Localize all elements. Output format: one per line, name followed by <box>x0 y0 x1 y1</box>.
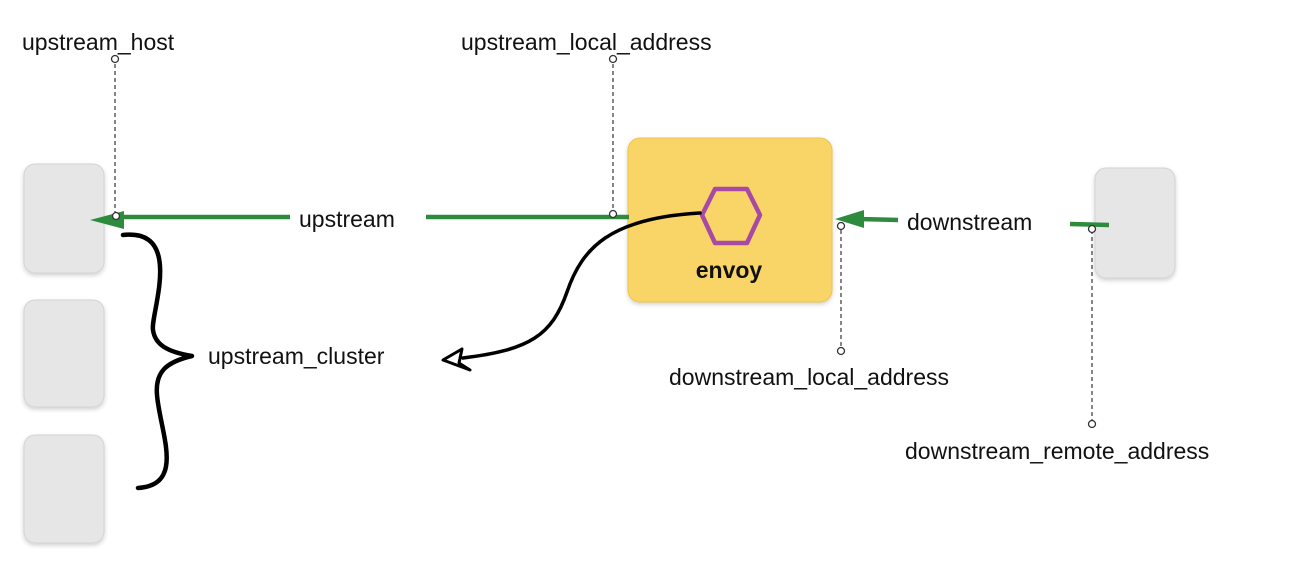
downstream-local-address-bottom-dot <box>836 346 846 356</box>
cluster-selection-arrowhead <box>441 347 472 372</box>
upstream-local-address-bottom-dot <box>608 209 618 219</box>
envoy-label: envoy <box>696 257 763 283</box>
cluster-selection-arrow <box>461 211 702 360</box>
envoy-box <box>627 137 833 303</box>
upstream-cluster-brace <box>120 232 195 491</box>
hexagon-icon <box>699 186 763 246</box>
upstream-host-box-2 <box>23 299 105 408</box>
upstream-label: upstream <box>299 206 395 232</box>
upstream-host-top-dot <box>110 54 120 64</box>
downstream-remote-address-top-dot <box>1087 224 1097 234</box>
upstream-cluster-label: upstream_cluster <box>208 343 385 369</box>
downstream-arrow <box>835 210 1110 228</box>
downstream-remote-address-label: downstream_remote_address <box>905 438 1209 464</box>
upstream-host-bottom-dot <box>111 211 121 221</box>
upstream-host-label: upstream_host <box>22 29 175 55</box>
downstream-local-address-top-dot <box>836 221 846 231</box>
upstream-host-box-3 <box>23 434 105 544</box>
upstream-host-box-1 <box>23 163 105 274</box>
downstream-remote-address-bottom-dot <box>1087 419 1097 429</box>
upstream-local-address-top-dot <box>608 54 618 64</box>
downstream-label: downstream <box>907 209 1032 235</box>
downstream-local-address-label: downstream_local_address <box>669 364 949 390</box>
upstream-local-address-label: upstream_local_address <box>461 29 712 55</box>
